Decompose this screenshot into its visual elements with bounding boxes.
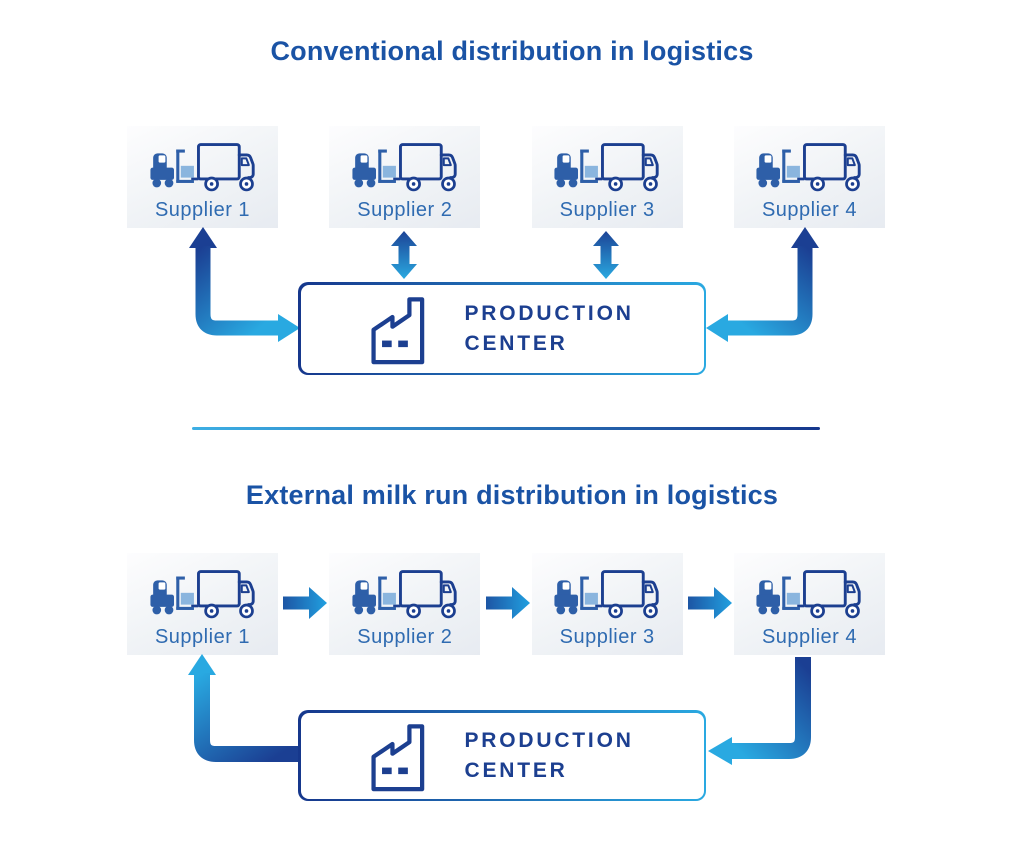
elbow-arrow-production-to-supplier1	[188, 654, 300, 762]
production-center-conventional: PRODUCTION CENTER	[298, 282, 706, 375]
forklift-truck-icon	[756, 143, 862, 192]
production-center-milk-run: PRODUCTION CENTER	[298, 710, 706, 801]
supplier-card: Supplier 3	[531, 126, 683, 228]
elbow-arrow-supplier1-production	[189, 227, 300, 342]
supplier-label: Supplier 4	[761, 199, 858, 221]
production-center-label: PRODUCTION CENTER	[465, 726, 634, 785]
supplier-label: Supplier 2	[357, 626, 453, 648]
supplier-label: Supplier 3	[559, 199, 655, 221]
production-line2: CENTER	[464, 331, 568, 355]
production-center-inner: PRODUCTION CENTER	[300, 284, 704, 373]
factory-icon	[370, 296, 424, 364]
supplier-label: Supplier 3	[559, 626, 655, 648]
supplier-card: Supplier 1	[127, 553, 278, 655]
supplier-label: Supplier 4	[761, 626, 858, 648]
forklift-truck-icon	[149, 143, 255, 192]
supplier-card: Supplier 2	[329, 126, 481, 228]
supplier-card: Supplier 4	[733, 126, 885, 228]
production-line1: PRODUCTION	[464, 729, 634, 753]
forklift-truck-icon	[756, 570, 862, 619]
forklift-truck-icon	[149, 570, 255, 619]
elbow-arrow-supplier4-to-production	[708, 657, 811, 765]
supplier-label: Supplier 1	[154, 199, 251, 221]
double-arrow-supplier3-production	[593, 231, 619, 279]
forklift-truck-icon	[554, 570, 659, 619]
production-center-label: PRODUCTION CENTER	[465, 299, 634, 358]
production-line1: PRODUCTION	[464, 302, 634, 326]
arrow-supplier1-to-supplier2	[283, 587, 327, 619]
title-conventional: Conventional distribution in logistics	[270, 36, 754, 66]
forklift-truck-icon	[554, 143, 659, 192]
supplier-card: Supplier 4	[733, 553, 885, 655]
supplier-label: Supplier 1	[154, 626, 251, 648]
suppliers-row-milk-run: Supplier 1 Supplier 2	[127, 553, 885, 655]
arrow-supplier2-to-supplier3	[486, 587, 530, 619]
supplier-card: Supplier 2	[329, 553, 481, 655]
production-center-inner: PRODUCTION CENTER	[300, 712, 704, 799]
supplier-card: Supplier 1	[127, 126, 278, 228]
forklift-truck-icon	[352, 143, 457, 192]
arrow-supplier3-to-supplier4	[688, 587, 732, 619]
supplier-card: Supplier 3	[531, 553, 683, 655]
supplier-label: Supplier 2	[357, 199, 453, 221]
suppliers-row-conventional: Supplier 1 Supplier 2	[127, 126, 885, 228]
title-milk-run: External milk run distribution in logist…	[245, 480, 779, 510]
double-arrow-supplier2-production	[391, 231, 417, 279]
production-line2: CENTER	[464, 758, 568, 782]
section-divider	[192, 427, 820, 430]
forklift-truck-icon	[352, 570, 457, 619]
elbow-arrow-supplier4-production	[706, 227, 819, 342]
factory-icon	[370, 723, 424, 791]
